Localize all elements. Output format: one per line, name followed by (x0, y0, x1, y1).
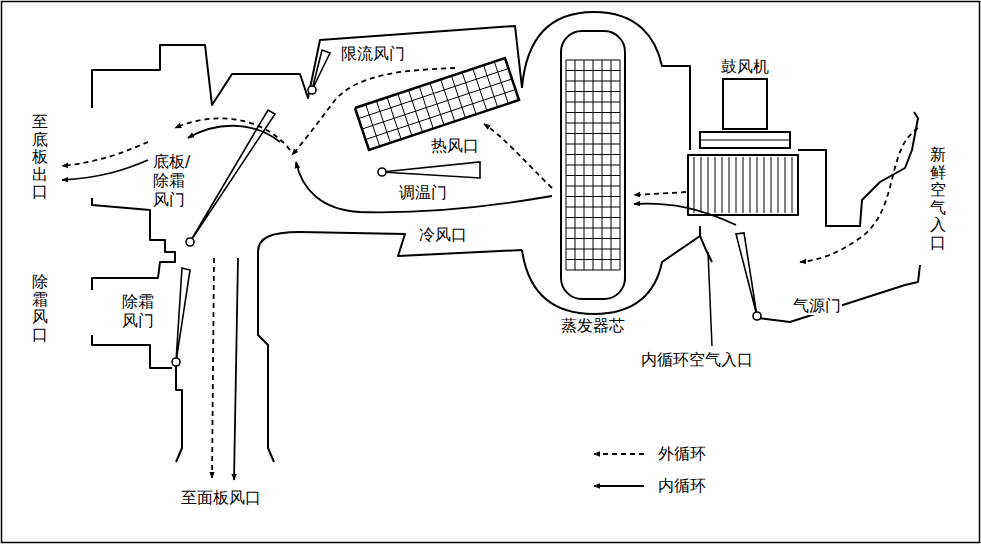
evaporator-grid-line (566, 123, 620, 124)
evaporator-grid-line (566, 249, 620, 250)
evaporator-grid-line (566, 270, 620, 271)
blower-fin (715, 157, 716, 213)
door-label: 限流风门 (340, 44, 406, 63)
evaporator-grid-line (566, 70, 620, 71)
evaporator-grid-line (566, 133, 620, 134)
core-grids (355, 58, 792, 270)
outlet-label: 除霜风口 (32, 272, 48, 344)
blower-fin (778, 157, 779, 213)
blower-fin (771, 157, 772, 213)
evaporator-grid-line (566, 175, 620, 176)
legend-arrow (594, 453, 644, 455)
blower-fin (722, 157, 723, 213)
leader-line (708, 252, 712, 346)
blower-fin (743, 157, 744, 213)
evaporator-grid-line (566, 259, 620, 260)
evaporator-grid-line (566, 144, 620, 145)
node-heading: 鼓风机 (719, 57, 771, 76)
legend-text: 内循环 (658, 476, 706, 495)
door-label: 气源门 (792, 296, 842, 315)
heater-grid-line (362, 79, 512, 129)
evaporator-grid-line (566, 91, 620, 92)
blower-fin (792, 157, 793, 213)
evaporator-grid-line (566, 81, 620, 82)
outer-flow-arrows (62, 68, 918, 478)
evaporator-grid-line (566, 112, 620, 113)
outlet-label: 热风口 (430, 136, 480, 155)
inner-flow-arrows (62, 126, 736, 480)
evaporator-grid-line (566, 154, 620, 155)
blower-plate-line (700, 140, 790, 141)
door-label: 底板/除霜风门 (152, 152, 196, 210)
evaporator-grid-line (566, 207, 620, 208)
legend-arrow (594, 485, 644, 487)
evaporator-grid-line (566, 165, 620, 166)
node-heading: 蒸发器芯 (559, 316, 627, 335)
blower-fin (750, 157, 751, 213)
legend-entry: 外循环 (588, 444, 706, 463)
outlet-label: 至底板出口 (32, 112, 48, 202)
legend-sample (588, 479, 648, 493)
legend-entry: 内循环 (588, 476, 706, 495)
doors (172, 50, 761, 366)
evaporator-grid-line (566, 60, 620, 61)
blower-fin (708, 157, 709, 213)
blower-fin (757, 157, 758, 213)
blower-fin (701, 157, 702, 213)
evaporator-grid-line (566, 102, 620, 103)
blower-fin (785, 157, 786, 213)
blower-motor: 鼓风机 (722, 78, 768, 130)
door-label: 调温门 (398, 183, 448, 202)
door-label: 除霜风门 (121, 292, 157, 330)
inlet-label: 新鲜空气入口 (930, 145, 946, 253)
duct-outline (92, 12, 920, 462)
blower-fin (694, 157, 695, 213)
inlet-label: 内循环空气入口 (640, 350, 754, 369)
evaporator-grid-line (566, 238, 620, 239)
blower-fin (736, 157, 737, 213)
outlet-label: 至面板风口 (180, 488, 262, 507)
legend-text: 外循环 (658, 444, 706, 463)
evaporator-grid-line (566, 196, 620, 197)
evaporator-grid-line (566, 186, 620, 187)
outlet-label: 冷风口 (418, 225, 468, 244)
evaporator-grid-line (566, 228, 620, 229)
blower-fin (729, 157, 730, 213)
evaporator-core: 蒸发器芯 (560, 30, 626, 300)
evaporator-grid-line (566, 217, 620, 218)
legend-sample (588, 447, 648, 461)
blower-fin (764, 157, 765, 213)
